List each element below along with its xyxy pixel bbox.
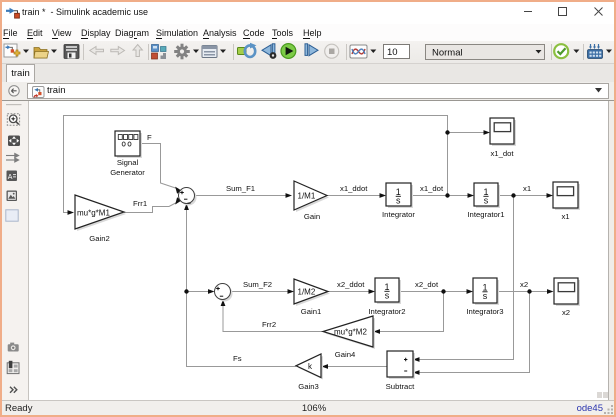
svg-text:x1_dot: x1_dot bbox=[420, 184, 444, 193]
svg-text:x2: x2 bbox=[520, 280, 528, 289]
svg-text:Subtract: Subtract bbox=[386, 382, 415, 391]
svg-text:s: s bbox=[385, 291, 390, 301]
svg-text:s: s bbox=[483, 291, 488, 301]
svg-text:Sum_F1: Sum_F1 bbox=[226, 184, 255, 193]
svg-text:x1: x1 bbox=[561, 212, 569, 221]
svg-text:1/M2: 1/M2 bbox=[298, 287, 316, 296]
svg-text:Gain1: Gain1 bbox=[301, 307, 322, 316]
svg-text:Generator: Generator bbox=[110, 168, 145, 177]
svg-text:1: 1 bbox=[482, 283, 487, 293]
svg-text:Signal: Signal bbox=[117, 158, 139, 167]
svg-text:10: 10 bbox=[387, 47, 398, 58]
svg-text:x1_dot: x1_dot bbox=[490, 149, 514, 158]
svg-text:Integrator2: Integrator2 bbox=[368, 307, 405, 316]
svg-text:x1: x1 bbox=[523, 184, 531, 193]
svg-text:Sum_F2: Sum_F2 bbox=[243, 280, 272, 289]
svg-text:x2: x2 bbox=[562, 308, 570, 317]
svg-text:Gain4: Gain4 bbox=[335, 350, 356, 359]
svg-text:x1_ddot: x1_ddot bbox=[340, 184, 368, 193]
svg-text:Fs: Fs bbox=[233, 354, 242, 363]
svg-text:Gain: Gain bbox=[304, 212, 320, 221]
svg-text:x2_dot: x2_dot bbox=[415, 280, 439, 289]
svg-text:Integrator3: Integrator3 bbox=[466, 307, 503, 316]
svg-text:Frr1: Frr1 bbox=[133, 199, 147, 208]
svg-text:k: k bbox=[308, 362, 313, 371]
svg-text:Integrator: Integrator bbox=[382, 210, 415, 219]
svg-text:Integrator1: Integrator1 bbox=[467, 210, 504, 219]
svg-text:s: s bbox=[396, 196, 401, 206]
svg-text:Normal: Normal bbox=[432, 48, 463, 59]
svg-text:mu*g*M2: mu*g*M2 bbox=[334, 328, 367, 337]
svg-text:Frr2: Frr2 bbox=[262, 320, 276, 329]
svg-text:1/M1: 1/M1 bbox=[298, 191, 316, 200]
svg-text:1: 1 bbox=[384, 282, 389, 292]
svg-text:Gain2: Gain2 bbox=[89, 234, 110, 243]
svg-text:1: 1 bbox=[483, 187, 488, 197]
svg-text:s: s bbox=[484, 196, 489, 206]
svg-text:Gain3: Gain3 bbox=[298, 382, 319, 391]
svg-text:A: A bbox=[8, 174, 13, 181]
svg-text:1: 1 bbox=[396, 187, 401, 197]
svg-text:x2_ddot: x2_ddot bbox=[337, 280, 365, 289]
svg-text:mu*g*M1: mu*g*M1 bbox=[77, 209, 110, 218]
svg-text:F: F bbox=[147, 133, 152, 142]
